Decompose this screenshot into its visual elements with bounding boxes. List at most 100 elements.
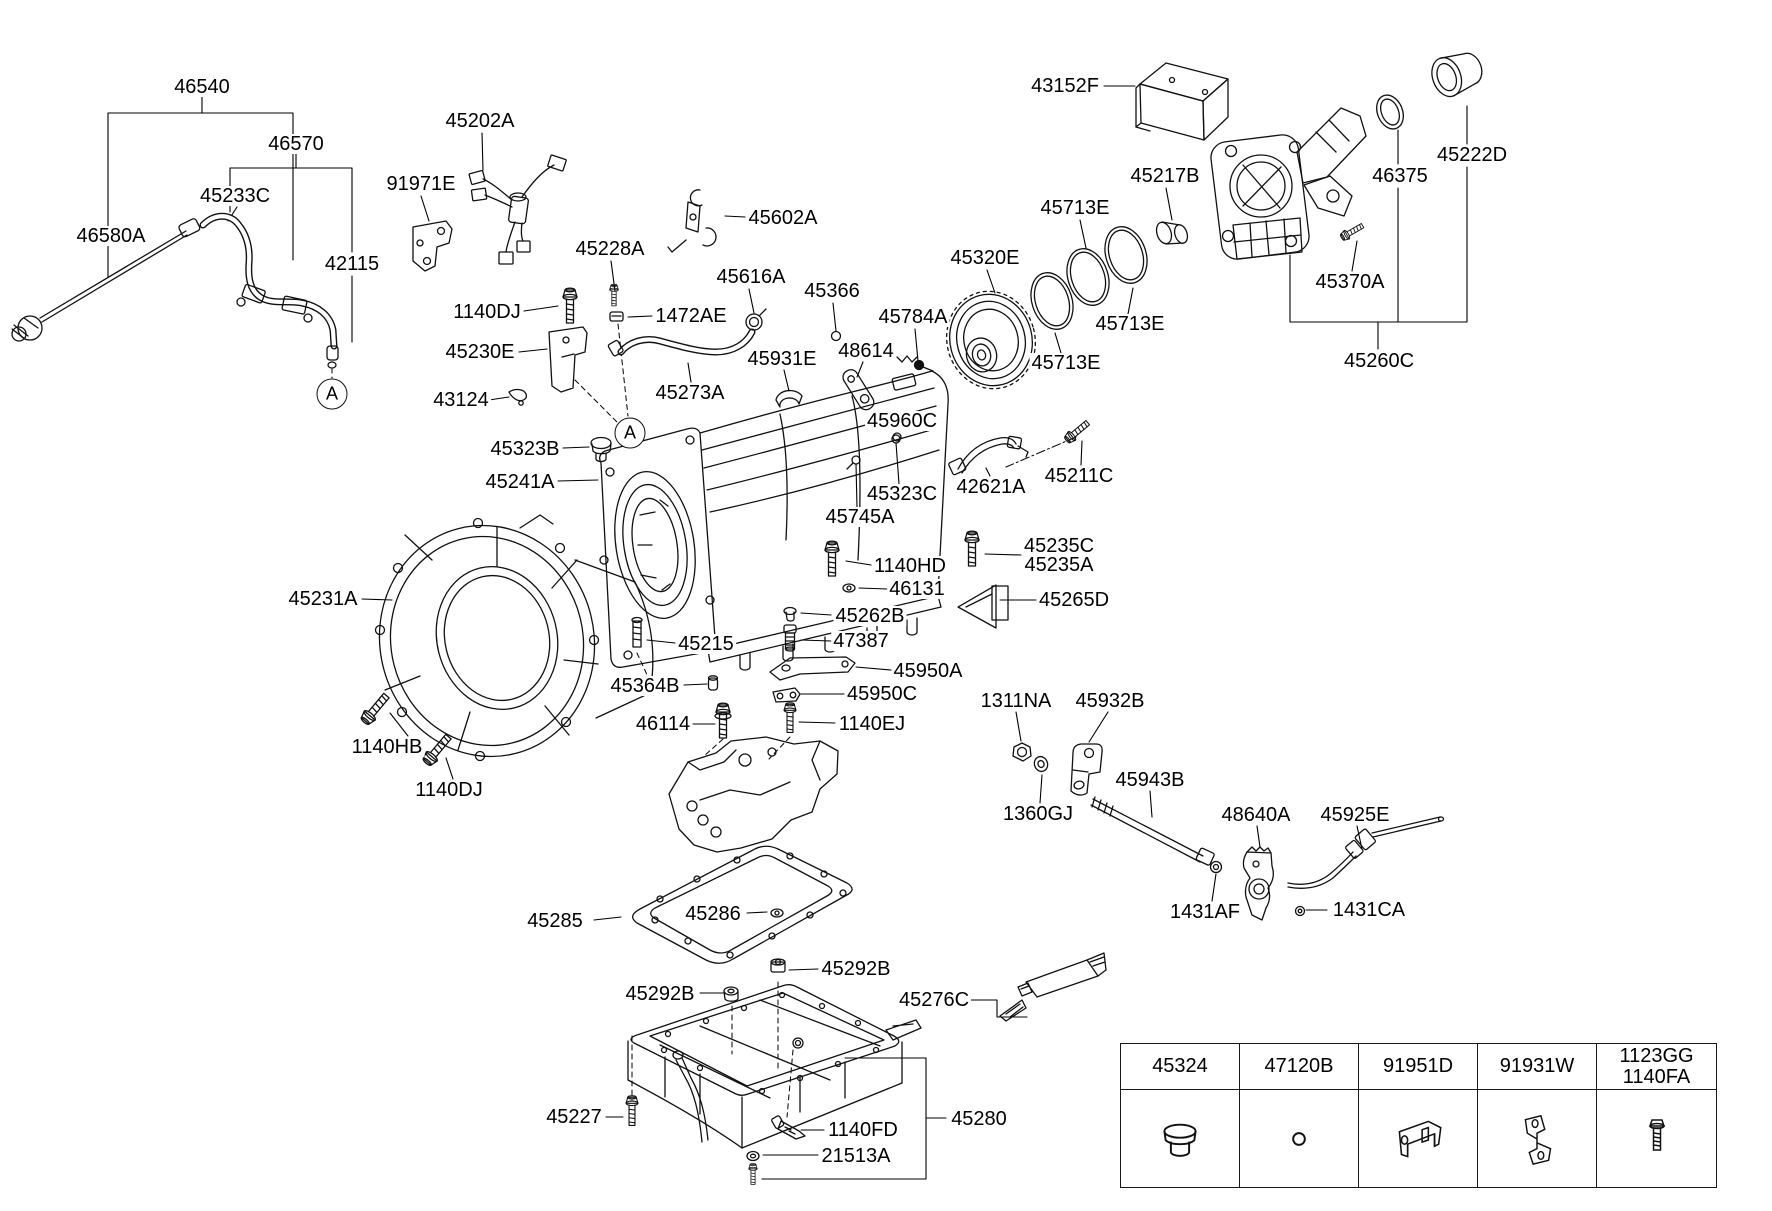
- screw-1140fd-art: [771, 1115, 806, 1140]
- manual-control-rod-art: [1012, 742, 1223, 874]
- part-label-45235a: 45235A: [1022, 554, 1096, 576]
- bushing-45222d-art: [1431, 52, 1483, 98]
- table-header-91951d: 91951D: [1359, 1044, 1478, 1090]
- part-label-45235c: 45235C: [1021, 535, 1097, 557]
- table-header-line: 47120B: [1264, 1055, 1334, 1077]
- bracket-91971e-art: [412, 220, 453, 272]
- part-label-45241a: 45241A: [483, 471, 557, 493]
- collar-45931e-art: [775, 389, 803, 408]
- union-bolt-art: [609, 283, 624, 322]
- part-label-45370a: 45370A: [1313, 271, 1387, 293]
- extension-housing-art: [1210, 107, 1367, 260]
- torque-converter-art: [945, 290, 1037, 390]
- part-label-45932b: 45932B: [1073, 690, 1147, 712]
- part-label-45713e: 45713E: [1029, 352, 1103, 374]
- part-label-46114: 46114: [633, 713, 693, 735]
- part-label-91971e: 91971E: [384, 173, 458, 195]
- part-label-45231a: 45231A: [286, 588, 360, 610]
- part-label-1140hd: 1140HD: [872, 555, 948, 577]
- part-label-45260c: 45260C: [1341, 350, 1417, 372]
- part-label-45211c: 45211C: [1042, 465, 1116, 487]
- part-label-45276c: 45276C: [896, 989, 972, 1011]
- table-header-line: 45324: [1152, 1055, 1208, 1077]
- plug-45323b-art: [590, 436, 612, 463]
- part-label-45230e: 45230E: [443, 341, 517, 363]
- part-label-1140dj: 1140DJ: [413, 779, 485, 801]
- plug-45262b-art: [783, 606, 797, 622]
- clip-bracket-icon: [1359, 1090, 1478, 1187]
- part-label-45222d: 45222D: [1434, 144, 1510, 166]
- part-label-48614: 48614: [836, 340, 896, 362]
- table-header-47120b: 47120B: [1240, 1044, 1359, 1090]
- part-label-48640a: 48640A: [1219, 804, 1293, 826]
- table-header-line: 91951D: [1382, 1055, 1454, 1077]
- table-header-line: 1123GG: [1619, 1044, 1694, 1067]
- callout-circle-a: A: [316, 378, 348, 410]
- part-label-45602a: 45602A: [746, 207, 820, 229]
- part-label-43152f: 43152F: [1029, 75, 1101, 97]
- table-header-45324: 45324: [1121, 1044, 1240, 1090]
- part-label-45265d: 45265D: [1036, 589, 1112, 611]
- part-label-42115: 42115: [322, 253, 382, 275]
- filler-tube-art: [199, 212, 339, 369]
- part-label-45286: 45286: [683, 903, 743, 925]
- part-label-1360gj: 1360GJ: [1000, 803, 1076, 825]
- oil-pan-art: [627, 984, 922, 1149]
- part-label-45323b: 45323B: [488, 438, 562, 460]
- part-label-42621a: 42621A: [954, 476, 1028, 498]
- table-header-line: 91931W: [1499, 1055, 1575, 1077]
- part-label-45227: 45227: [544, 1106, 604, 1128]
- part-label-47387: 47387: [831, 630, 891, 652]
- part-label-45215: 45215: [676, 633, 736, 655]
- part-label-46540: 46540: [172, 76, 232, 98]
- ball-45323c-art: [891, 434, 901, 444]
- part-label-45262b: 45262B: [833, 605, 907, 627]
- part-label-46131: 46131: [887, 578, 947, 600]
- part-label-45323c: 45323C: [864, 483, 940, 505]
- part-label-43124: 43124: [431, 389, 491, 411]
- bushing-45217b-art: [1155, 221, 1189, 245]
- part-label-45285: 45285: [525, 910, 585, 932]
- wiring-harness-art: [468, 154, 567, 265]
- ball-icon: [1240, 1090, 1359, 1187]
- part-label-45616a: 45616A: [714, 266, 788, 288]
- part-label-1140fd: 1140FD: [826, 1119, 900, 1141]
- part-label-45280: 45280: [949, 1108, 1009, 1130]
- part-label-45217b: 45217B: [1128, 165, 1202, 187]
- table-header-line: 1140FA: [1622, 1065, 1691, 1088]
- part-label-1140ej: 1140EJ: [836, 713, 908, 735]
- part-label-45745a: 45745A: [823, 506, 897, 528]
- part-label-45364b: 45364B: [608, 675, 682, 697]
- washer-46131-art: [842, 583, 856, 593]
- ball-45745a-art: [846, 455, 861, 470]
- oil-hose-art: [607, 308, 767, 357]
- lever-48614-art: [842, 369, 875, 411]
- bracket-45602a-art: [667, 189, 717, 253]
- part-label-45233c: 45233C: [197, 185, 273, 207]
- pin-45364b-art: [707, 675, 719, 691]
- part-label-45713e: 45713E: [1093, 313, 1167, 335]
- spring-45784a-art: [896, 355, 934, 372]
- part-label-46375: 46375: [1370, 165, 1430, 187]
- dipstick-cable-art: [11, 218, 201, 342]
- dashed-lines: [331, 323, 1077, 1118]
- part-label-21513a: 21513A: [819, 1145, 893, 1167]
- damper-45265d-art: [957, 584, 1009, 629]
- part-label-45960c: 45960C: [864, 410, 940, 432]
- control-cable-art: [1287, 816, 1445, 917]
- part-label-1140hb: 1140HB: [349, 736, 425, 758]
- detent-lever-art: [1242, 846, 1274, 921]
- valve-body-art: [668, 736, 839, 853]
- stud-45215-art: [631, 616, 643, 648]
- bolt-icon: [1597, 1090, 1716, 1187]
- transmission-case-art: [599, 370, 949, 671]
- part-label-45950a: 45950A: [891, 660, 965, 682]
- part-label-45713e: 45713E: [1038, 197, 1112, 219]
- part-label-45931e: 45931E: [745, 348, 819, 370]
- plug-icon: [1121, 1090, 1240, 1187]
- part-label-1431ca: 1431CA: [1330, 899, 1408, 921]
- oil-seal-46375-art: [1376, 94, 1404, 130]
